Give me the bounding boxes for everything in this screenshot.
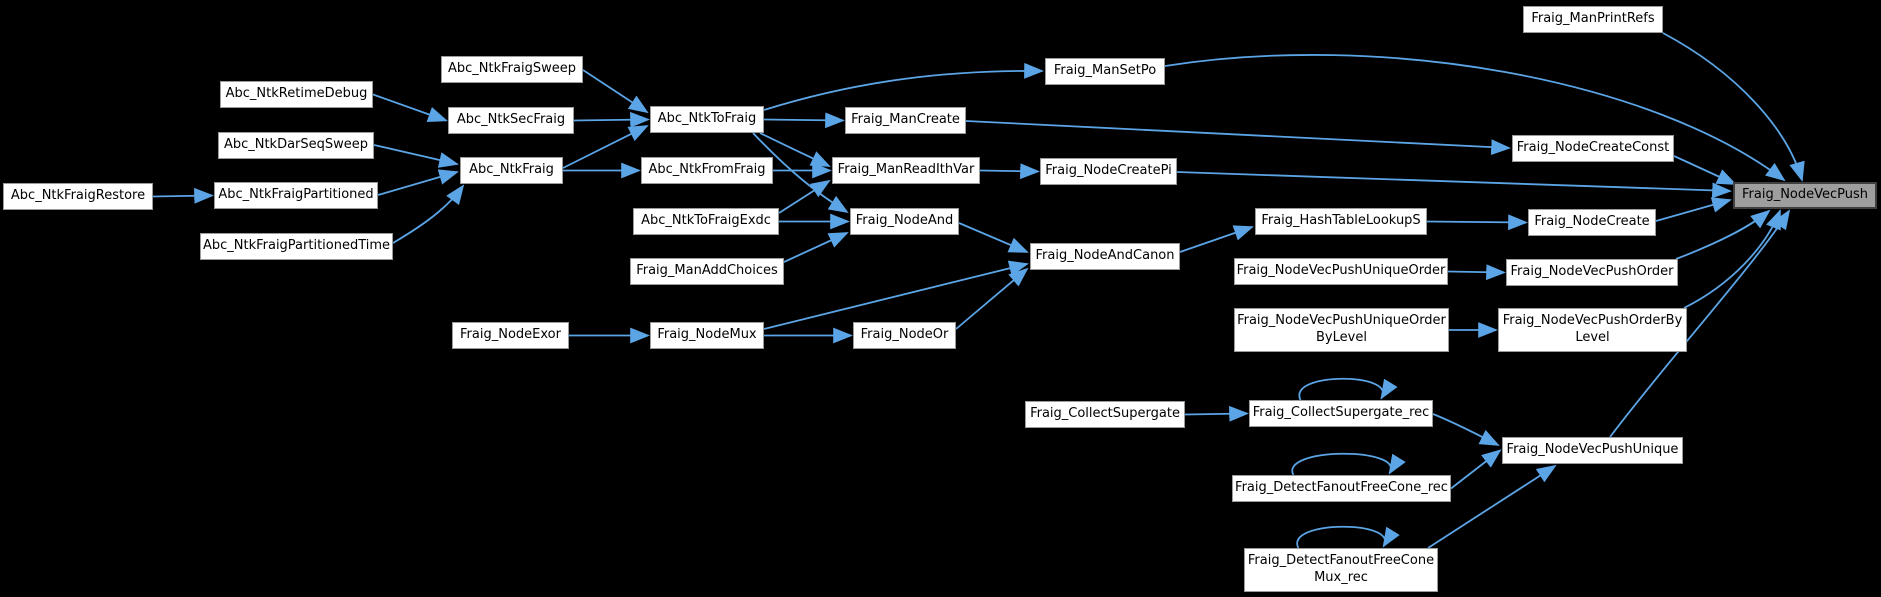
edge-abc-ntk-fraig-partitioned-to-abc-ntk-fraig	[377, 169, 459, 196]
edge-fraig-detect-fanout-free-cone-mux-rec-to-fraig-detect-fanout-free-cone-mux-rec	[1296, 525, 1400, 549]
edge-abc-ntk-fraig-sweep-to-abc-ntk-to-fraig	[582, 69, 649, 114]
edge-fraig-man-add-choices-to-fraig-node-and	[783, 232, 849, 263]
node-fraig-node-vec-push-order-by-level[interactable]: Fraig_NodeVecPushOrderBy Level	[1498, 308, 1687, 352]
edge-fraig-node-vec-push-order-by-level-to-fraig-node-vec-push	[1683, 209, 1781, 309]
node-fraig-node-vec-push-unique-order-by-level[interactable]: Fraig_NodeVecPushUniqueOrder ByLevel	[1234, 308, 1449, 352]
edge-abc-ntk-fraig-restore-to-abc-ntk-fraig-partitioned	[152, 187, 214, 204]
edge-fraig-collect-supergate-rec-to-fraig-node-vec-push-unique	[1432, 413, 1500, 446]
node-abc-ntk-from-fraig[interactable]: Abc_NtkFromFraig	[641, 157, 773, 184]
edge-abc-ntk-to-fraig-to-fraig-man-set-po	[763, 62, 1044, 111]
edge-abc-ntk-fraig-to-abc-ntk-to-fraig	[562, 125, 649, 169]
node-fraig-man-set-po[interactable]: Fraig_ManSetPo	[1045, 58, 1165, 85]
node-fraig-hash-table-lookup-s[interactable]: Fraig_HashTableLookupS	[1255, 208, 1427, 235]
edge-abc-ntk-to-fraig-to-fraig-man-create	[763, 112, 845, 129]
node-abc-ntk-fraig-sweep[interactable]: Abc_NtkFraigSweep	[441, 56, 583, 83]
edge-abc-ntk-sec-fraig-to-abc-ntk-to-fraig	[573, 111, 650, 128]
node-abc-ntk-retime-debug[interactable]: Abc_NtkRetimeDebug	[220, 81, 373, 108]
edge-fraig-node-vec-push-unique-to-fraig-node-vec-push	[1609, 209, 1791, 438]
edge-fraig-detect-fanout-free-cone-rec-to-fraig-detect-fanout-free-cone-rec	[1291, 452, 1406, 476]
edge-fraig-node-vec-push-unique-order-to-fraig-node-vec-push-order	[1447, 264, 1506, 281]
node-abc-ntk-fraig-restore[interactable]: Abc_NtkFraigRestore	[3, 183, 153, 210]
node-fraig-man-read-ith-var[interactable]: Fraig_ManReadIthVar	[832, 157, 980, 184]
node-fraig-node-vec-push-unique[interactable]: Fraig_NodeVecPushUnique	[1502, 437, 1683, 464]
node-fraig-node-create-const[interactable]: Fraig_NodeCreateConst	[1512, 135, 1674, 162]
edge-fraig-node-and-canon-to-fraig-hash-table-lookup-s	[1179, 225, 1254, 253]
edge-abc-ntk-dar-seq-sweep-to-abc-ntk-fraig	[373, 144, 459, 168]
node-fraig-man-add-choices[interactable]: Fraig_ManAddChoices	[630, 258, 784, 285]
edge-fraig-node-create-pi-to-fraig-node-vec-push	[1176, 171, 1732, 199]
node-abc-ntk-dar-seq-sweep[interactable]: Abc_NtkDarSeqSweep	[218, 132, 374, 159]
edge-fraig-collect-supergate-to-fraig-collect-supergate-rec	[1184, 405, 1249, 422]
edge-abc-ntk-retime-debug-to-abc-ntk-sec-fraig	[372, 93, 448, 122]
node-fraig-node-create[interactable]: Fraig_NodeCreate	[1528, 209, 1656, 236]
edge-fraig-hash-table-lookup-s-to-fraig-node-create	[1426, 214, 1528, 231]
edge-fraig-collect-supergate-rec-to-fraig-collect-supergate-rec	[1298, 377, 1398, 401]
edge-fraig-man-read-ith-var-to-fraig-node-create-pi	[979, 163, 1040, 180]
edge-fraig-man-create-to-fraig-node-create-const	[965, 120, 1511, 156]
edge-abc-ntk-fraig-partitioned-time-to-abc-ntk-fraig	[392, 184, 465, 244]
edge-fraig-detect-fanout-free-cone-mux-rec-to-fraig-node-vec-push-unique	[1427, 464, 1557, 549]
node-fraig-node-vec-push-unique-order[interactable]: Fraig_NodeVecPushUniqueOrder	[1234, 258, 1448, 285]
node-fraig-node-and-canon[interactable]: Fraig_NodeAndCanon	[1030, 243, 1180, 270]
node-fraig-node-exor[interactable]: Fraig_NodeExor	[452, 322, 569, 349]
node-fraig-node-or[interactable]: Fraig_NodeOr	[853, 322, 956, 349]
edge-fraig-node-create-to-fraig-node-vec-push	[1655, 197, 1732, 222]
node-fraig-man-print-refs[interactable]: Fraig_ManPrintRefs	[1523, 6, 1663, 33]
edge-fraig-man-set-po-to-fraig-node-vec-push	[1164, 54, 1786, 182]
node-fraig-collect-supergate[interactable]: Fraig_CollectSupergate	[1025, 401, 1185, 428]
edge-abc-ntk-to-fraig-to-fraig-node-and	[752, 132, 849, 214]
node-fraig-detect-fanout-free-cone-mux-rec[interactable]: Fraig_DetectFanoutFreeCone Mux_rec	[1244, 548, 1438, 592]
edge-fraig-node-or-to-fraig-node-and-canon	[955, 267, 1029, 330]
node-fraig-node-vec-push[interactable]: Fraig_NodeVecPush	[1733, 182, 1877, 209]
node-abc-ntk-fraig-partitioned-time[interactable]: Abc_NtkFraigPartitionedTime	[200, 233, 393, 260]
edge-fraig-detect-fanout-free-cone-rec-to-fraig-node-vec-push-unique	[1450, 449, 1502, 490]
node-abc-ntk-sec-fraig[interactable]: Abc_NtkSecFraig	[448, 107, 574, 134]
node-fraig-collect-supergate-rec[interactable]: Fraig_CollectSupergate_rec	[1249, 400, 1433, 427]
node-fraig-detect-fanout-free-cone-rec[interactable]: Fraig_DetectFanoutFreeCone_rec	[1232, 475, 1451, 502]
edge-fraig-man-print-refs-to-fraig-node-vec-push	[1662, 32, 1805, 182]
edge-fraig-node-mux-to-fraig-node-and-canon	[763, 260, 1029, 330]
edge-fraig-node-vec-push-order-to-fraig-node-vec-push	[1675, 209, 1771, 260]
node-fraig-node-and[interactable]: Fraig_NodeAnd	[850, 208, 959, 235]
node-abc-ntk-fraig[interactable]: Abc_NtkFraig	[460, 157, 563, 184]
edge-fraig-node-create-const-to-fraig-node-vec-push	[1673, 155, 1737, 185]
node-fraig-man-create[interactable]: Fraig_ManCreate	[845, 107, 966, 134]
node-abc-ntk-fraig-partitioned[interactable]: Abc_NtkFraigPartitioned	[214, 182, 378, 209]
edge-abc-ntk-to-fraig-exdc-to-fraig-man-read-ith-var	[778, 179, 831, 214]
node-fraig-node-create-pi[interactable]: Fraig_NodeCreatePi	[1040, 158, 1177, 185]
node-fraig-node-mux[interactable]: Fraig_NodeMux	[650, 322, 764, 349]
node-abc-ntk-to-fraig-exdc[interactable]: Abc_NtkToFraigExdc	[633, 208, 779, 235]
node-fraig-node-vec-push-order[interactable]: Fraig_NodeVecPushOrder	[1506, 259, 1678, 286]
edge-fraig-node-and-to-fraig-node-and-canon	[958, 222, 1029, 253]
node-abc-ntk-to-fraig[interactable]: Abc_NtkToFraig	[650, 106, 764, 133]
